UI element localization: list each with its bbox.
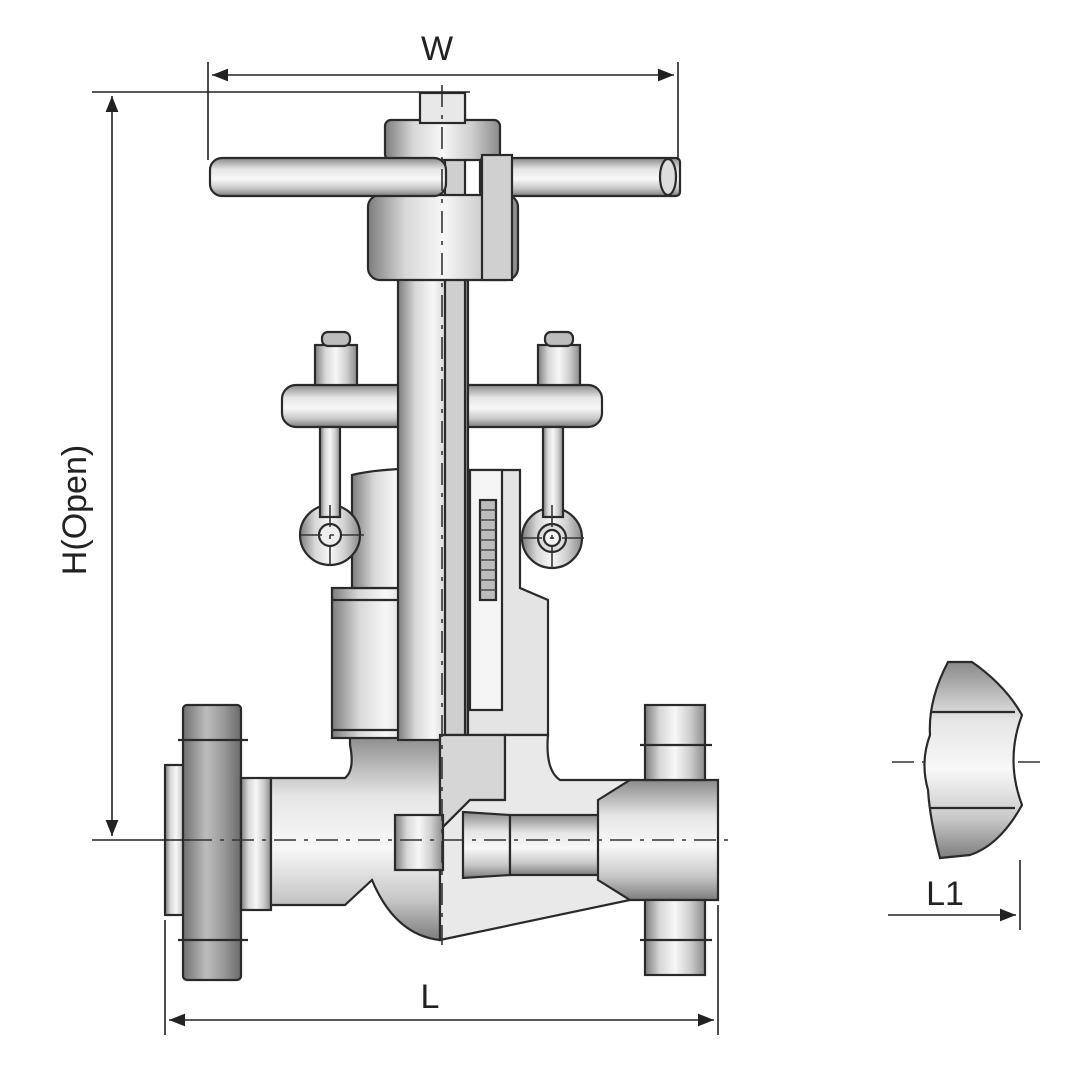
seat-ring-left [393,813,445,872]
right-lower-lug [643,898,707,977]
width-label: W [421,30,453,68]
end-length-label: L1 [926,875,964,913]
flange-hub [239,776,273,912]
dimension-lines [92,62,1021,1035]
right-nut [536,343,582,387]
seat-ring-right [461,810,512,880]
valve-body [163,91,720,982]
end-profile-detail [923,660,1024,860]
height-label: H(Open) [56,445,94,575]
right-upper-lug [643,703,707,782]
handle-right-arm [478,156,682,198]
right-stud [541,425,565,519]
handle-hub-section [480,153,514,282]
left-flange [181,703,243,982]
outlet-bore [508,813,602,877]
left-stud [318,425,342,519]
length-label: L [421,978,440,1016]
left-nut [313,343,359,387]
yoke-sleeve [366,193,520,282]
valve-stem [443,93,467,737]
handle-left-arm [208,156,448,198]
